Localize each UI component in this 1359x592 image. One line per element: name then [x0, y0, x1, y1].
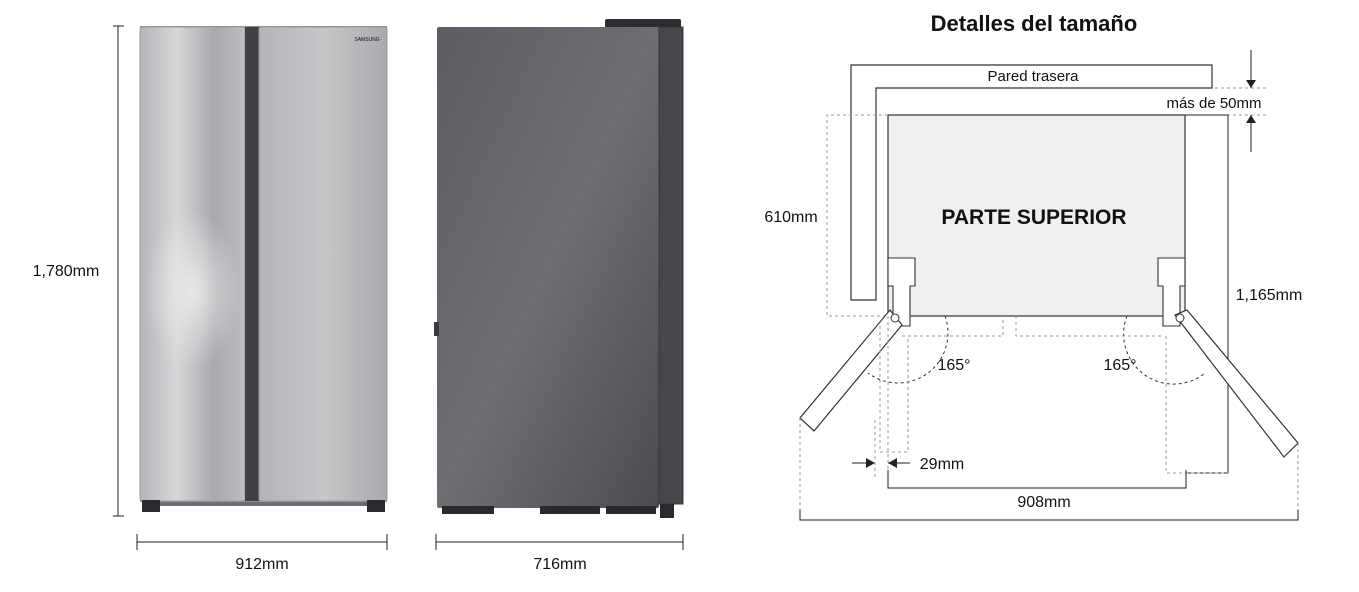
gap-label: más de 50mm [1166, 95, 1261, 112]
left-angle-label: 165° [937, 357, 970, 374]
open-depth-label: 1,165mm [1236, 287, 1303, 304]
left-hinge [887, 257, 916, 327]
right-hinge [1157, 257, 1186, 327]
depth-label: 610mm [764, 209, 817, 226]
side-depth-label: 716mm [533, 556, 586, 573]
front-width-label: 912mm [235, 556, 288, 573]
right-door [258, 26, 388, 502]
right-open-door [1174, 309, 1299, 458]
left-open-door [799, 309, 903, 432]
plan-title: Detalles del tamaño [931, 11, 1138, 36]
door-edge [658, 26, 684, 505]
height-label-bg [20, 258, 112, 284]
door-reflection [144, 210, 240, 370]
side-foot-front [442, 506, 494, 514]
rear-wall [850, 64, 1213, 301]
left-swing-arc [867, 315, 949, 384]
top-plan-view: Detalles del tamaño Pared trasera más de… [758, 11, 1305, 521]
rear-wall-label: Pared trasera [988, 68, 1080, 85]
front-foot-left [142, 500, 160, 512]
fridge-top [887, 114, 1186, 317]
open-width-line [799, 510, 1299, 521]
open-depth-bracket [1185, 114, 1229, 474]
plan-width-label: 908mm [1017, 494, 1070, 511]
top-label: PARTE SUPERIOR [941, 206, 1126, 229]
front-foot-right [367, 500, 385, 512]
front-view-fridge: 1,780mm SAMSUNG 912mm [20, 25, 388, 573]
side-base [540, 506, 600, 514]
width-bracket [887, 470, 1187, 489]
brand-logo: SAMSUNG [354, 37, 379, 43]
side-foot-rear [660, 504, 674, 518]
side-panel [437, 27, 659, 508]
side-view-fridge: 716mm [434, 19, 684, 573]
door-gap [245, 27, 259, 501]
depth-bracket [826, 114, 888, 317]
height-label: 1,780mm [33, 263, 100, 280]
side-gap-label: 29mm [920, 456, 964, 473]
right-angle-label: 165° [1103, 357, 1136, 374]
right-swing-arc [1123, 315, 1206, 385]
